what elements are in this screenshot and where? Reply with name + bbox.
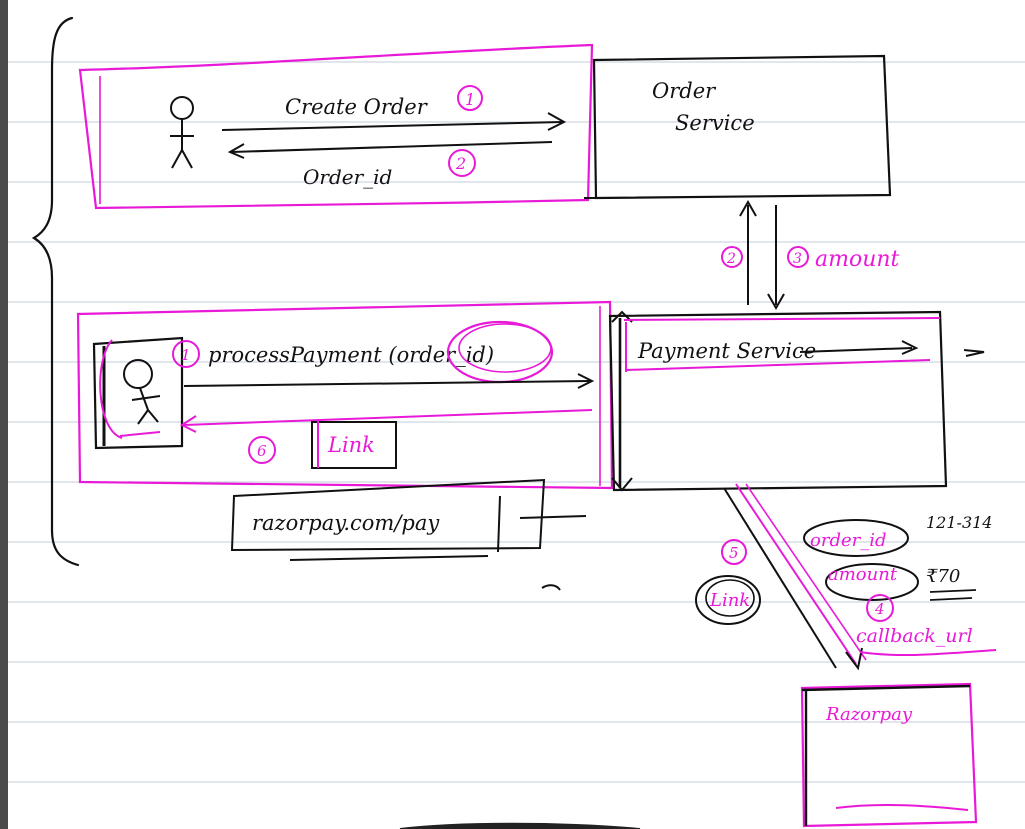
step-5-number: 5 bbox=[729, 544, 739, 562]
link2-circle-inner bbox=[705, 579, 755, 617]
left-edge bbox=[0, 0, 8, 829]
process-payment-arrowhead bbox=[577, 373, 595, 389]
payer-user-box bbox=[92, 336, 184, 450]
link-return-arrowhead bbox=[179, 415, 197, 433]
step-6-number: 6 bbox=[257, 442, 267, 460]
callback-underline bbox=[859, 649, 997, 657]
order-payment-arrows bbox=[739, 199, 785, 311]
payment-service-title: Payment Service bbox=[637, 339, 816, 363]
step-3-badge bbox=[787, 246, 809, 268]
amount-field-circle bbox=[825, 563, 919, 601]
payer-underline bbox=[119, 431, 161, 437]
step-1-number: 1 bbox=[465, 90, 475, 109]
razorpay-url-box: razorpay.com/pay bbox=[230, 478, 587, 561]
link2-label: Link bbox=[709, 590, 750, 611]
step-2b-number: 2 bbox=[726, 251, 736, 267]
step-1-badge bbox=[457, 85, 483, 111]
top-frame bbox=[78, 43, 594, 210]
amount-underline-2 bbox=[929, 597, 973, 601]
link-label: Link bbox=[327, 433, 375, 457]
step-2-number: 2 bbox=[455, 154, 466, 173]
payment-razorpay-arrows bbox=[723, 483, 867, 671]
step-1b-badge bbox=[172, 340, 200, 368]
process-payment-arrow bbox=[183, 380, 591, 387]
bottom-edge bbox=[399, 822, 641, 829]
amount-label: amount bbox=[815, 247, 900, 272]
amount-underline bbox=[929, 589, 977, 593]
order-id-label: Order_id bbox=[303, 165, 392, 189]
order-id-field-circle bbox=[803, 519, 909, 557]
process-payment-label: processPayment (order_id) bbox=[208, 343, 494, 367]
link-return-arrow bbox=[183, 409, 593, 426]
link2-circle bbox=[695, 575, 761, 625]
stray-mark bbox=[541, 584, 561, 591]
create-order-arrowhead bbox=[547, 112, 567, 131]
field-amount: amount bbox=[828, 564, 898, 585]
step-2b-badge bbox=[721, 246, 743, 268]
payer-user-icon bbox=[123, 359, 161, 425]
razorpay-title: Razorpay bbox=[825, 704, 913, 725]
field-order-id: order_id bbox=[810, 530, 887, 551]
create-order-arrow bbox=[221, 121, 563, 131]
create-order-label: Create Order bbox=[285, 95, 429, 119]
razorpay-box: Razorpay bbox=[800, 682, 978, 828]
order-service-line1: Order bbox=[652, 79, 717, 103]
razorpay-url-label: razorpay.com/pay bbox=[252, 511, 440, 535]
step-4-badge bbox=[866, 594, 894, 622]
step-5-badge bbox=[721, 539, 747, 565]
order-id-arrow bbox=[231, 141, 553, 153]
order-id-highlight-2 bbox=[458, 323, 552, 373]
order-service-line2: Service bbox=[675, 111, 755, 135]
field-amount-value: ₹70 bbox=[926, 566, 960, 587]
step-1b-number: 1 bbox=[181, 346, 191, 364]
order-service-box: Order Service bbox=[584, 54, 892, 200]
step-6-badge bbox=[248, 436, 276, 464]
order-id-arrowhead bbox=[227, 143, 245, 159]
user-icon bbox=[170, 96, 194, 169]
left-brace bbox=[31, 16, 80, 567]
middle-frame bbox=[76, 300, 614, 490]
payment-service-box: Payment Service bbox=[608, 310, 985, 492]
step-3-number: 3 bbox=[793, 251, 802, 267]
field-callback-url: callback_url bbox=[856, 625, 973, 647]
field-order-value: 121-314 bbox=[926, 513, 992, 532]
step-4-number: 4 bbox=[874, 600, 885, 618]
link-box bbox=[311, 421, 397, 469]
step-2-badge bbox=[448, 149, 476, 177]
